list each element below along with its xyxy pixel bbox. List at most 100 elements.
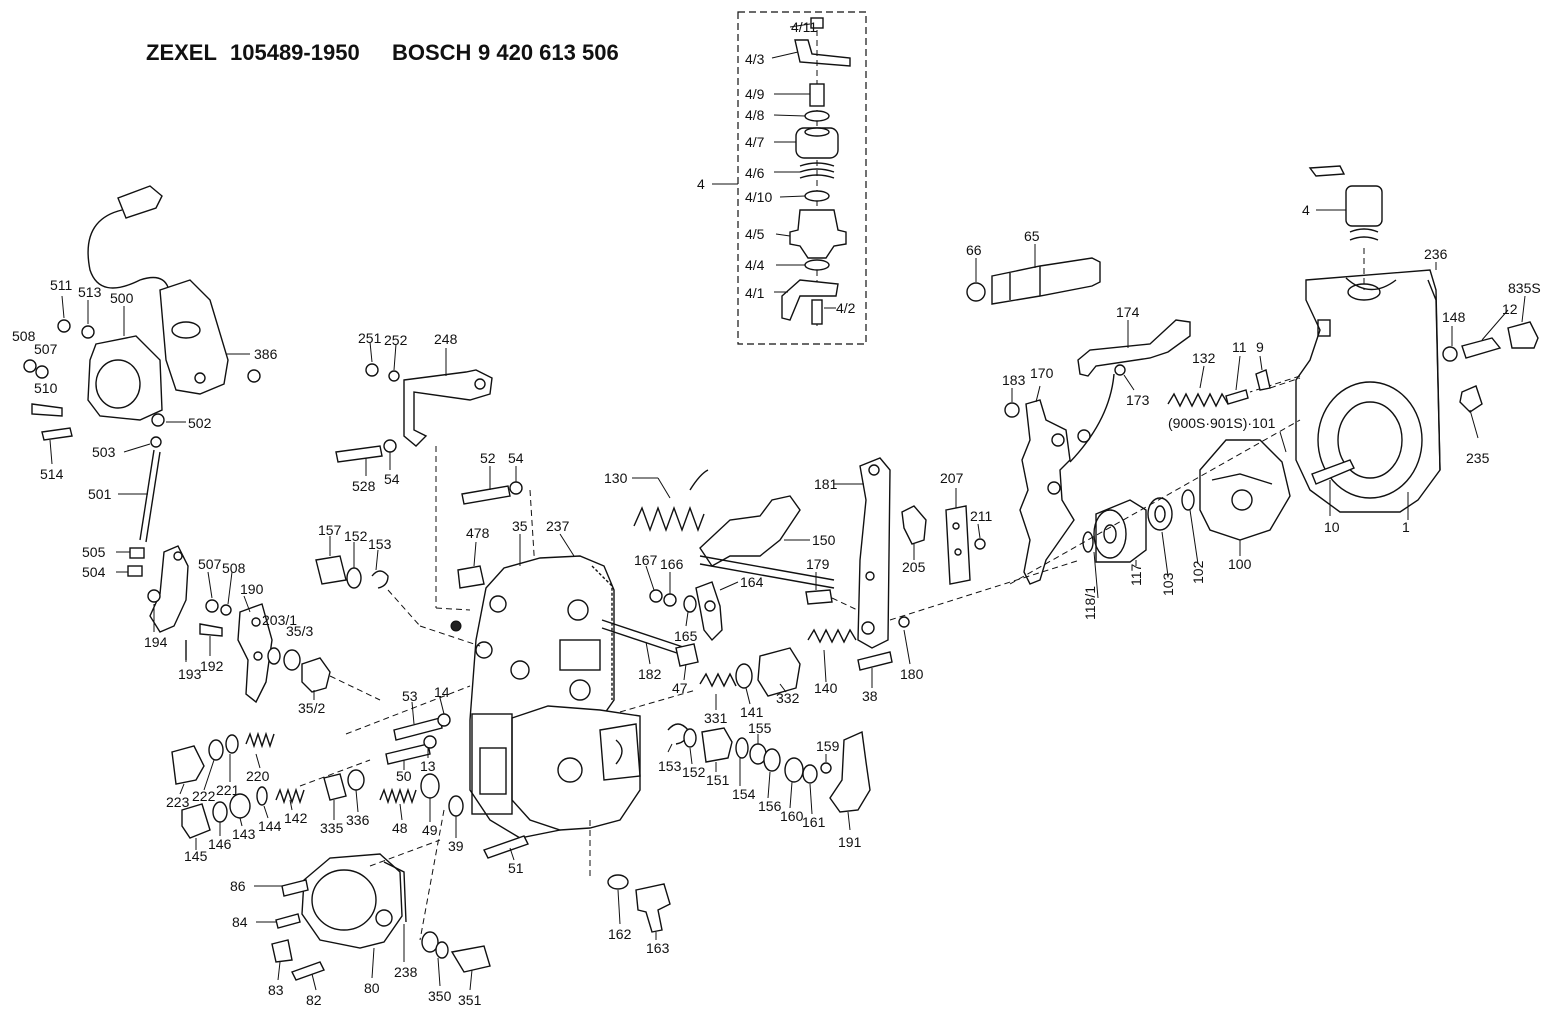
- leader-11: [1235, 355, 1241, 391]
- axis-157b: [419, 625, 481, 647]
- leader-152b: [689, 747, 693, 765]
- label-223: 223: [166, 794, 190, 810]
- housing-35-window: [559, 639, 601, 671]
- label-10: 10: [1324, 519, 1340, 535]
- ring-66: [966, 282, 986, 302]
- bracket-248: [403, 369, 493, 447]
- label-180: 180: [900, 666, 924, 682]
- axis-142: [299, 759, 371, 787]
- nut-49: [420, 773, 440, 799]
- cover-80: [301, 853, 403, 949]
- bolts-52-54-478: [450, 466, 541, 651]
- label-151: 151: [706, 772, 730, 788]
- washer-203-1: [267, 647, 281, 665]
- holder-100-slot: [1211, 473, 1273, 485]
- lever-bracket: [149, 545, 189, 633]
- leader-503: [123, 443, 151, 453]
- plug-235: [1459, 385, 1483, 413]
- label-207: 207: [940, 470, 964, 486]
- washer-4-8: [804, 110, 830, 122]
- washer-211: [974, 538, 986, 550]
- screw-12: [1461, 337, 1502, 359]
- lever-181-group: [834, 457, 1081, 688]
- plug-478: [457, 565, 485, 589]
- label-4-1: 4/1: [745, 285, 765, 301]
- label-4: 4: [697, 176, 705, 192]
- sleeve-117: [1095, 499, 1147, 563]
- label-4-6: 4/6: [745, 165, 765, 181]
- nut-502: [151, 413, 165, 427]
- callout-labels: 4/11 4/3 4/9 4/8 4/7 4/6 4 4/10 4/5 4/4 …: [12, 19, 1541, 1008]
- leader-144: [263, 805, 269, 819]
- holder-100-hub: [1231, 489, 1253, 511]
- screw-220: [245, 731, 275, 749]
- leader-141: [745, 687, 751, 705]
- washer-252: [388, 370, 400, 382]
- label-4-8: 4/8: [745, 107, 765, 123]
- ring-4-4: [804, 259, 830, 271]
- housing-35-lower: [511, 705, 641, 831]
- plate-207-hole2: [954, 548, 962, 556]
- spring-130: [633, 505, 705, 533]
- plate-207-hole: [952, 522, 960, 530]
- label-508a: 508: [12, 328, 36, 344]
- leader-835s: [1521, 295, 1526, 323]
- ring-183: [1004, 402, 1020, 418]
- nut-505: [129, 547, 145, 559]
- lever-181-hole: [868, 464, 880, 476]
- label-174: 174: [1116, 304, 1140, 320]
- label-9: 9: [1256, 339, 1264, 355]
- housing-35-block-arc: [615, 739, 623, 765]
- bracket-386-hole: [194, 372, 206, 384]
- o-ring-4-10: [804, 190, 830, 202]
- label-351: 351: [458, 992, 482, 1008]
- housing-35-hole-c: [510, 660, 530, 680]
- spring-132: [1167, 392, 1229, 408]
- washer-148: [1442, 346, 1458, 362]
- leader-511: [61, 295, 65, 319]
- label-236: 236: [1424, 246, 1448, 262]
- label-80: 80: [364, 980, 380, 996]
- washer-350b: [435, 941, 449, 959]
- leader-222: [203, 759, 215, 791]
- bracket-248-hole: [474, 378, 486, 390]
- label-507b: 507: [198, 556, 222, 572]
- washer-159: [820, 762, 832, 774]
- pin-173: [1114, 364, 1126, 376]
- adjusting-screws-group: [171, 685, 529, 861]
- leader-12: [1481, 309, 1509, 341]
- axis-157: [387, 589, 421, 627]
- label-331: 331: [704, 710, 728, 726]
- solenoid-65-body: [991, 257, 1101, 305]
- axis-331: [619, 689, 697, 713]
- screw-86: [281, 879, 309, 897]
- label-167: 167: [634, 552, 658, 568]
- plate-4-1: [781, 279, 839, 321]
- label-163: 163: [646, 940, 670, 956]
- label-153b: 153: [658, 758, 682, 774]
- leader-220: [255, 753, 261, 769]
- leader-101: [1279, 431, 1287, 453]
- label-86: 86: [230, 878, 246, 894]
- label-190: 190: [240, 581, 264, 597]
- label-221: 221: [216, 782, 240, 798]
- valve-151: [701, 727, 733, 763]
- sleeve-117-face: [1093, 509, 1127, 559]
- label-203-1: 203/1: [262, 612, 297, 628]
- lever-174: [1077, 319, 1191, 377]
- washer-221: [225, 734, 239, 754]
- lever-4-top: [1308, 165, 1346, 177]
- lever-170-hole: [1051, 433, 1065, 447]
- shaft-182b: [601, 627, 687, 657]
- leader-140: [823, 649, 827, 683]
- label-157: 157: [318, 522, 342, 538]
- label-252: 252: [384, 332, 408, 348]
- label-166: 166: [660, 556, 684, 572]
- bracket-248-group: [335, 341, 493, 611]
- plug-163: [635, 883, 671, 933]
- leader-51: [509, 847, 515, 861]
- bracket-4-3: [794, 39, 851, 67]
- leader-82: [311, 973, 317, 991]
- bracket-500-body: [87, 335, 163, 421]
- label-159: 159: [816, 738, 840, 754]
